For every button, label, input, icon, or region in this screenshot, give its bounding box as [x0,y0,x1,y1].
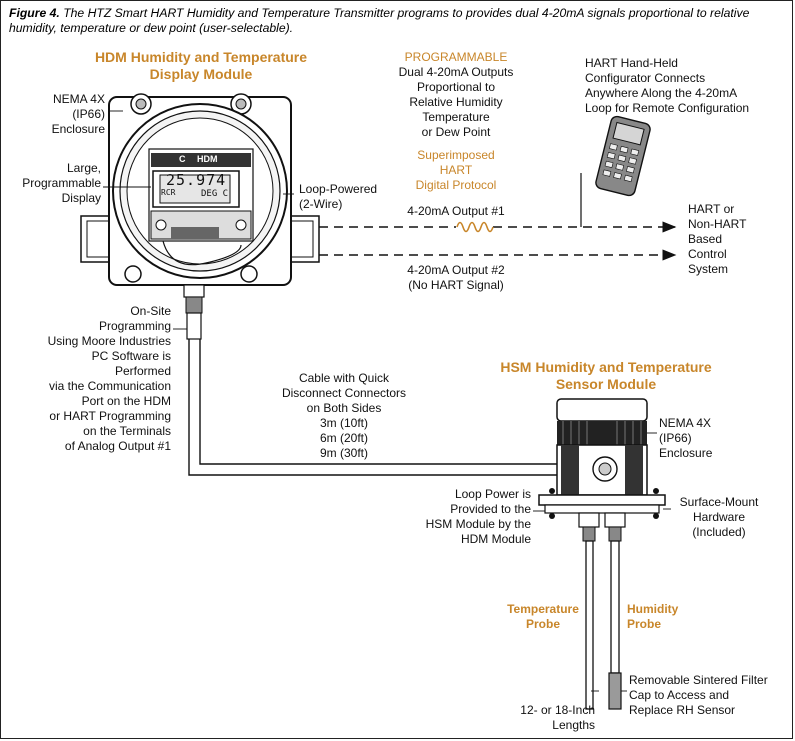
hart-handheld-label: HART Hand-Held Configurator Connects Any… [585,56,750,115]
cable-drawing [188,339,599,476]
figure-caption: Figure 4. The HTZ Smart HART Humidity an… [9,6,779,36]
hart-protocol-label: Superimposed HART Digital Protocol [415,148,497,192]
output1-label: 4-20mA Output #1 [407,204,505,218]
programmable-label: PROGRAMMABLE [404,50,508,64]
lcd-value: 25.974 [166,171,227,189]
surface-mount-label: Surface-Mount Hardware (Included) [679,495,759,539]
hdm-title: HDM Humidity and Temperature Display Mod… [94,49,308,82]
lengths-label: 12- or 18-Inch Lengths [520,703,595,732]
filter-cap-label: Removable Sintered Filter Cap to Access … [629,673,768,717]
lcd-tag: RCR [161,188,176,197]
control-system-label: HART or Non-HART Based Control System [688,202,747,276]
lcd-brand-left: C [179,154,186,164]
hsm-enclosure-label: NEMA 4X (IP66) Enclosure [659,416,713,460]
lcd-unit: DEG C [201,189,229,199]
leader-lines [103,110,671,692]
caption-text: The HTZ Smart HART Humidity and Temperat… [9,6,750,35]
loop-wires [319,173,677,261]
loop-powered-label: Loop-Powered (2-Wire) [299,182,378,211]
outputs-description: Dual 4-20mA Outputs Proportional to Rela… [398,65,514,139]
lcd-brand-right: HDM [197,154,218,164]
figure-number: Figure 4. [9,6,60,20]
hsm-module-drawing [538,398,666,710]
hsm-title: HSM Humidity and Temperature Sensor Modu… [500,359,712,392]
display-label: Large, Programmable Display [22,161,101,205]
loop-power-label: Loop Power is Provided to the HSM Module… [425,487,531,546]
hdm-enclosure-label: NEMA 4X (IP66) Enclosure [51,92,105,136]
hart-handheld-drawing [595,115,651,197]
hdm-module-drawing [80,93,320,340]
humidity-probe-label: Humidity Probe [627,602,679,631]
temperature-probe-label: Temperature Probe [507,602,579,631]
cable-label: Cable with Quick Disconnect Connectors o… [281,371,407,460]
output2-label: 4-20mA Output #2 (No HART Signal) [407,263,505,292]
onsite-programming-label: On-Site Programming Using Moore Industri… [47,304,171,453]
